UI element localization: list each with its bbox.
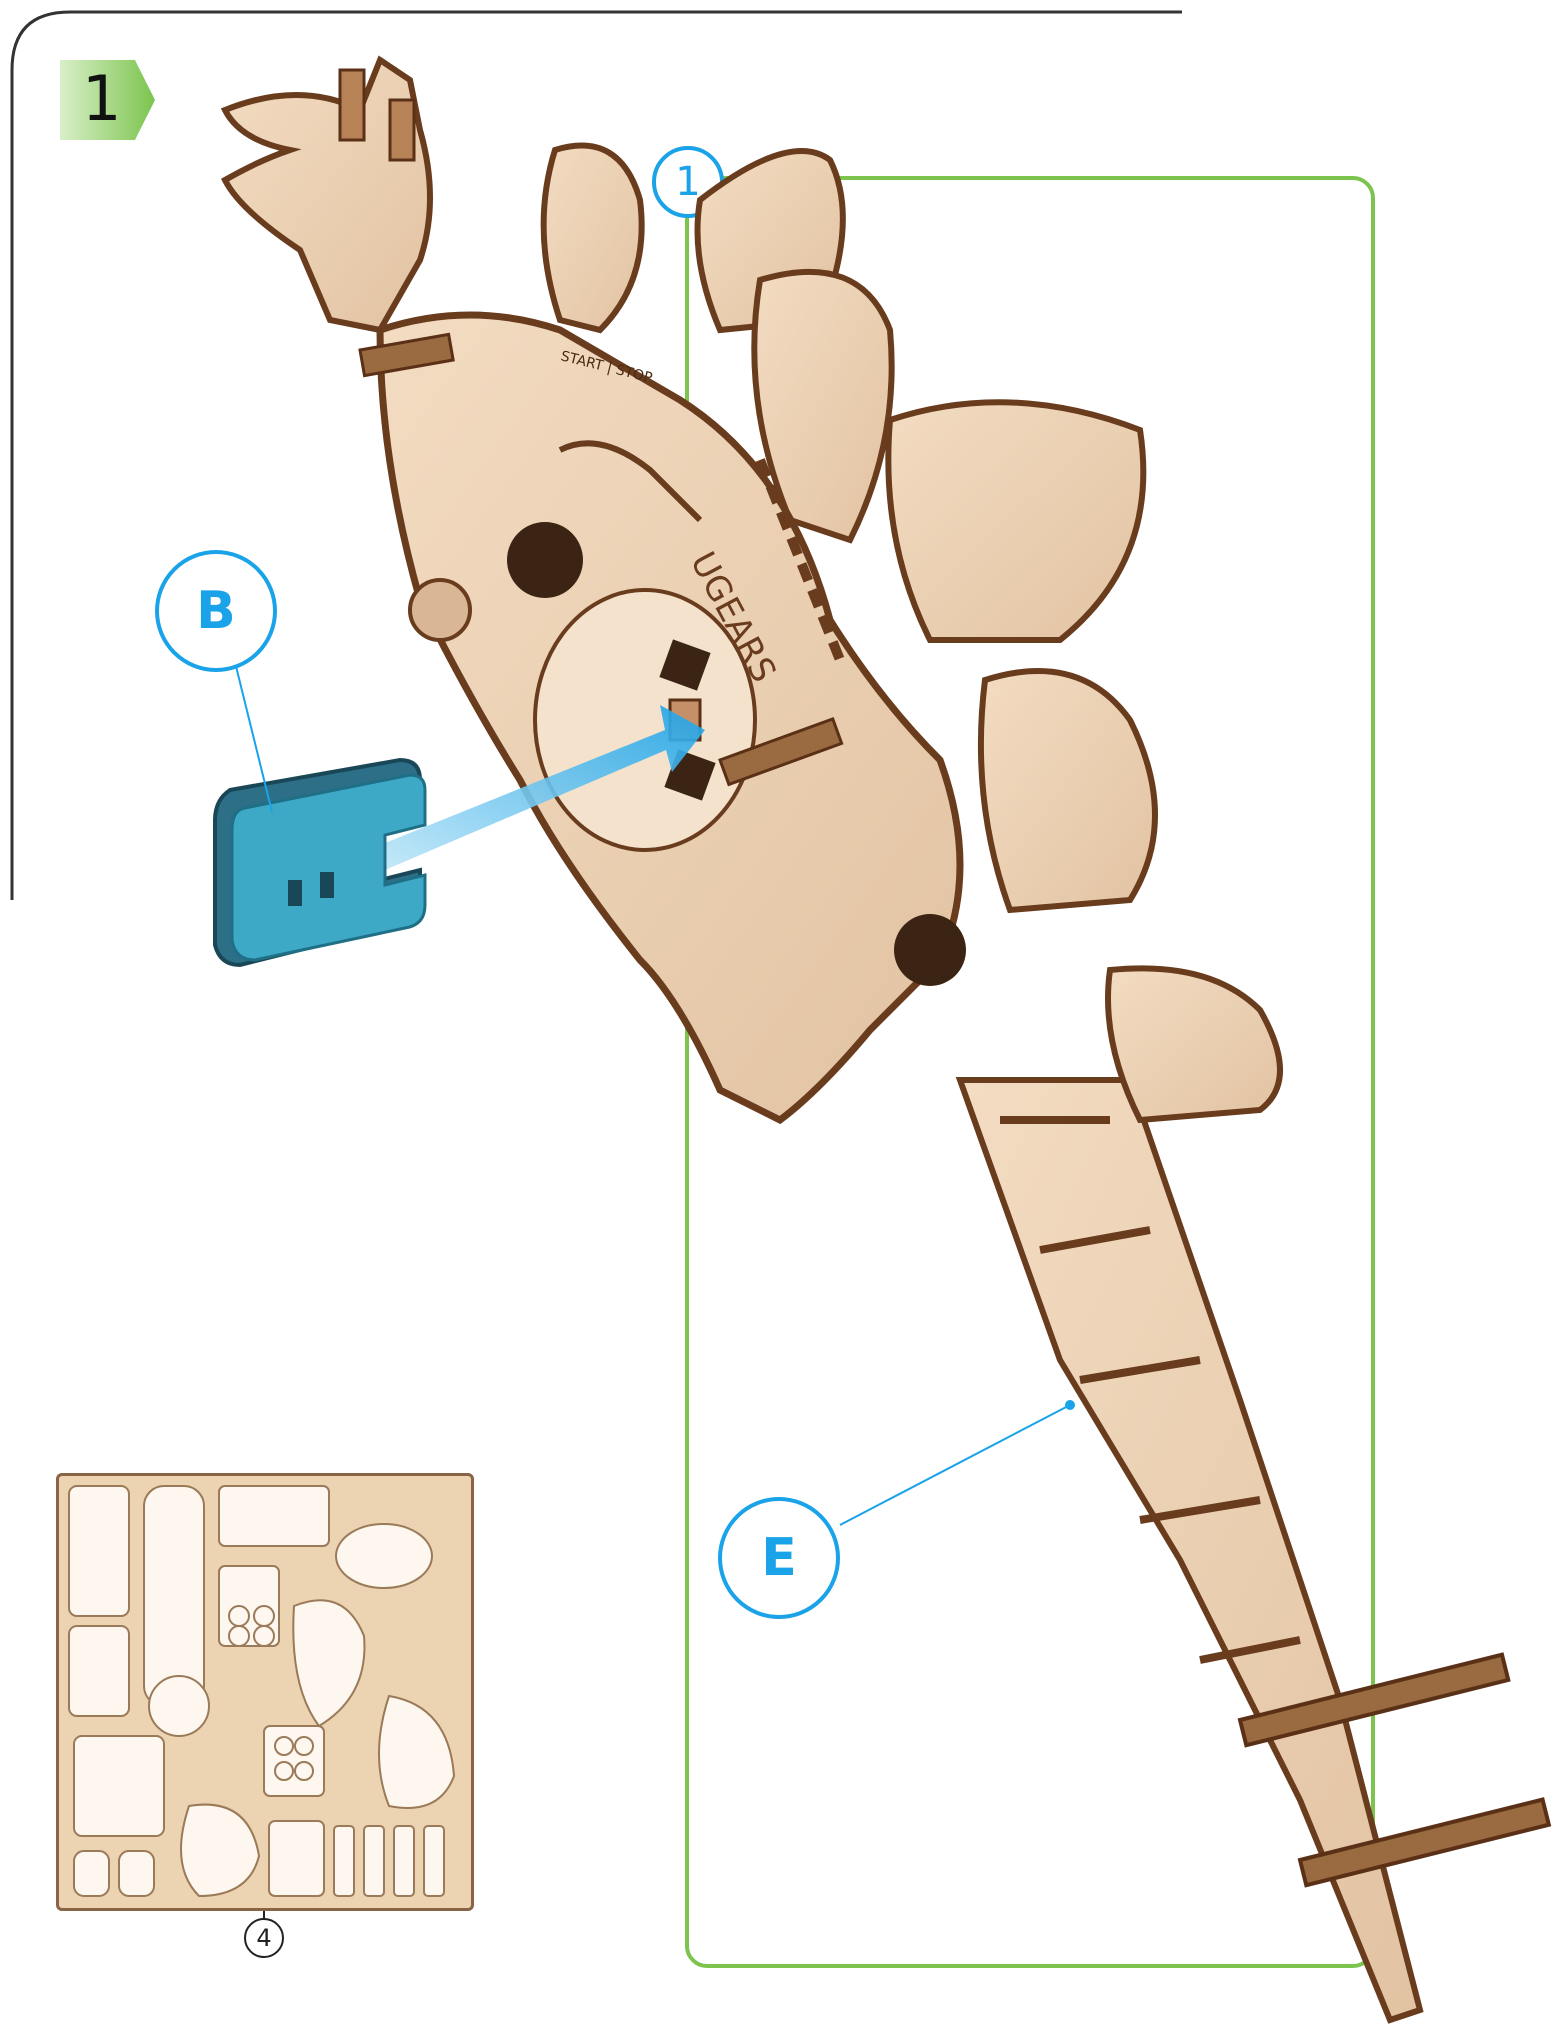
parts-sheet-number-badge: 4 [244,1918,284,1958]
callout-e-leader [840,1405,1070,1525]
callout-e: E [718,1497,840,1619]
parts-sheet-number: 4 [256,1924,271,1952]
callout-b: B [155,550,277,672]
parts-sheet-cutouts [59,1476,471,1908]
tail [960,1080,1420,2020]
parts-sheet-number-tick [263,1911,265,1919]
callout-e-label: E [761,1528,797,1588]
callout-e-anchor [1065,1400,1075,1410]
parts-sheet [56,1473,474,1911]
callout-b-label: B [196,581,236,641]
head-neck [225,60,430,330]
